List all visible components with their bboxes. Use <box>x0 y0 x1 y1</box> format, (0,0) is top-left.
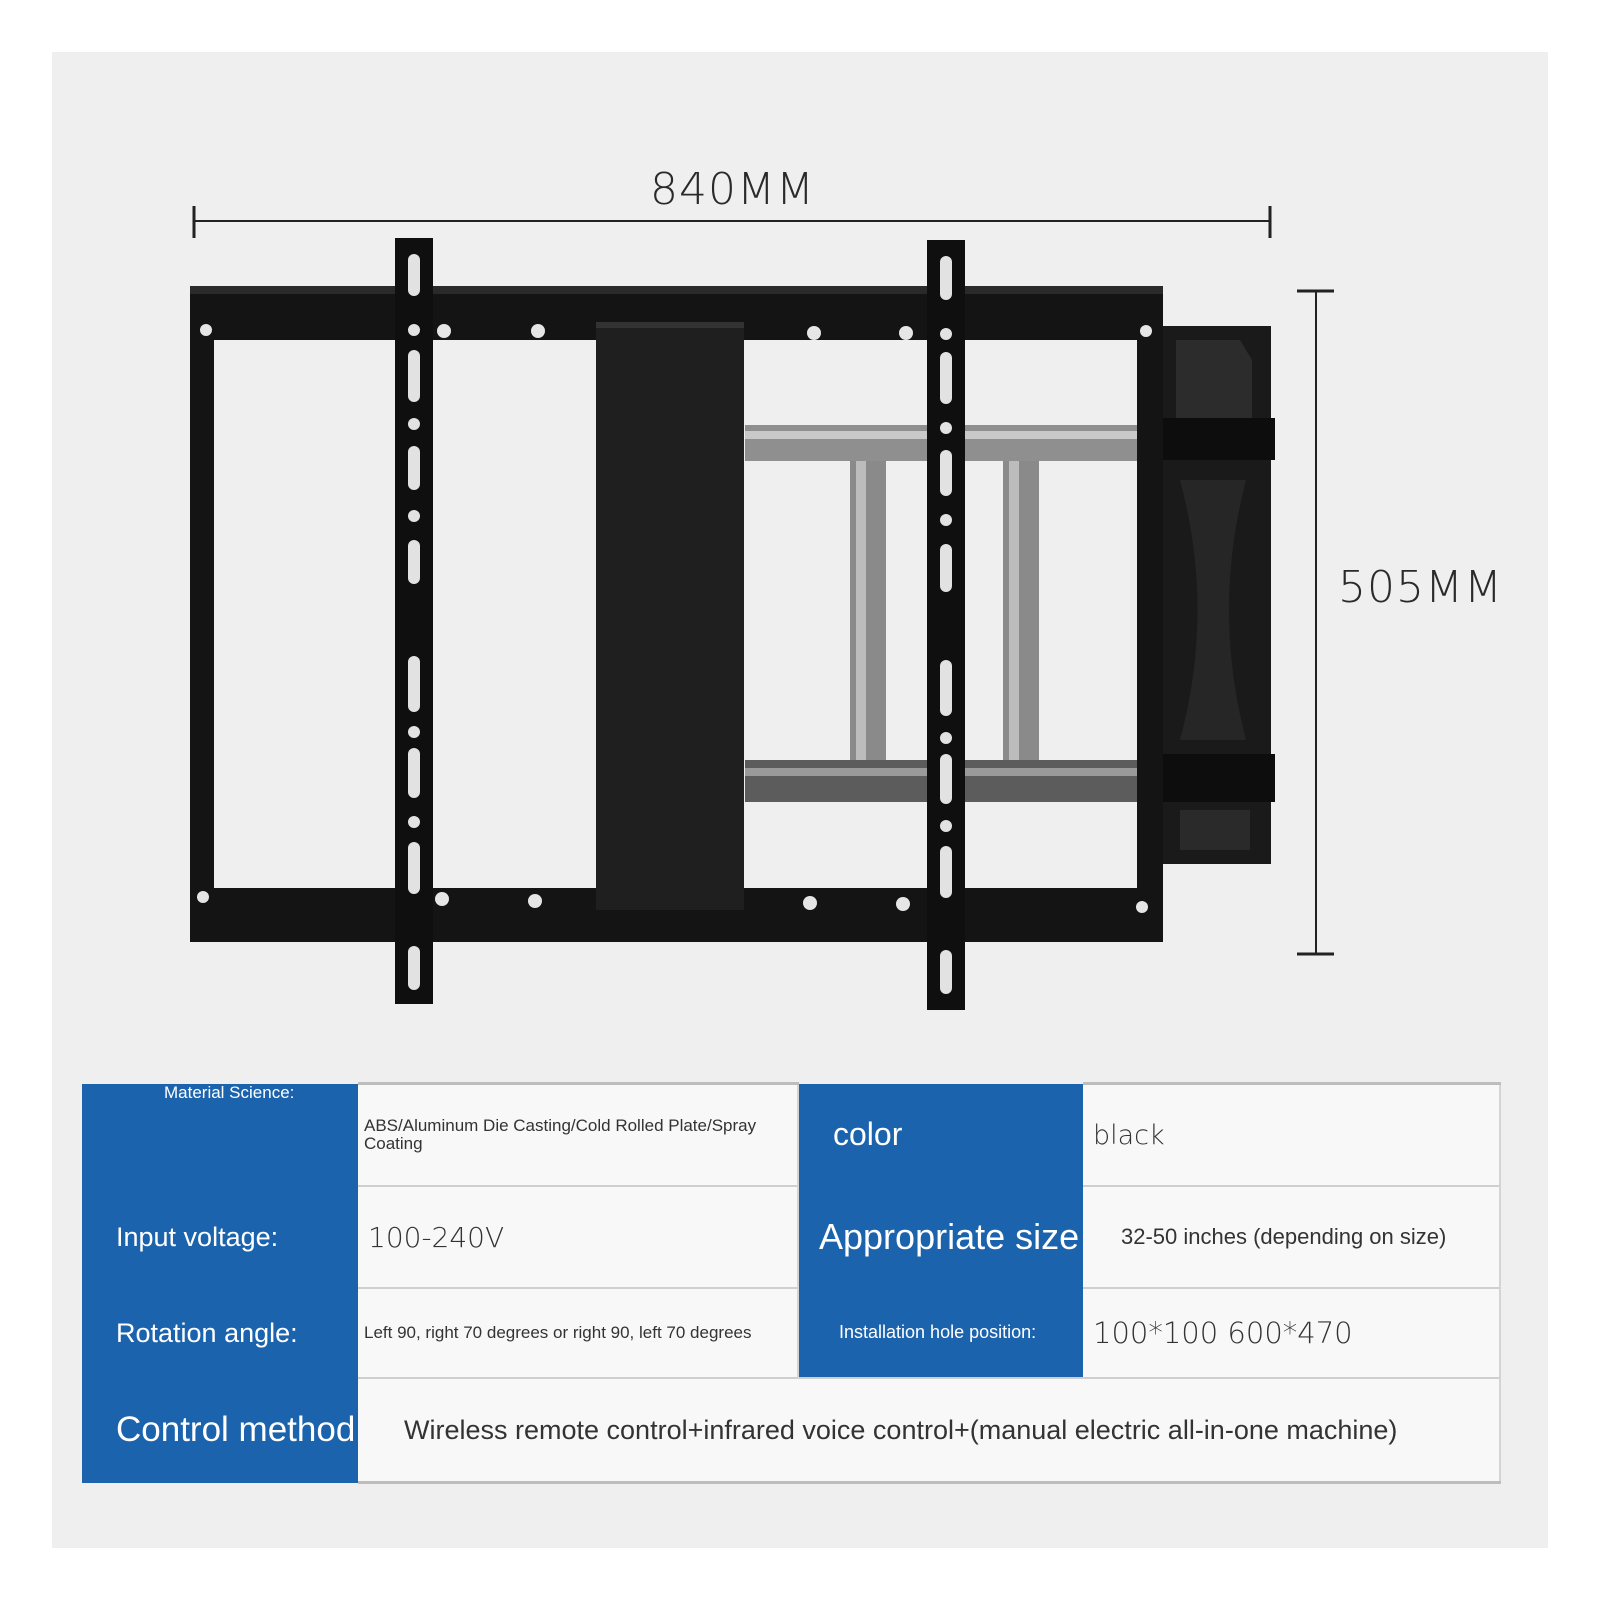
width-dimension-line <box>192 206 1272 238</box>
frame-holes <box>197 324 1152 913</box>
voltage-label: Input voltage: <box>82 1186 358 1288</box>
height-dimension-line <box>1297 289 1334 956</box>
spec-row: Control method Wireless remote control+i… <box>82 1377 1501 1484</box>
spec-table: Material Science: ABS/Aluminum Die Casti… <box>82 1082 1501 1484</box>
color-value: black <box>1083 1082 1501 1186</box>
width-dimension-label: 840MM <box>650 164 815 215</box>
swivel-arm-housing <box>1163 326 1275 864</box>
spec-row: Material Science: ABS/Aluminum Die Casti… <box>82 1082 1501 1186</box>
size-value: 32-50 inches (depending on size) <box>1083 1185 1501 1288</box>
hole-label: Installation hole position: <box>798 1288 1083 1378</box>
left-bracket-strap <box>395 238 433 1004</box>
spec-row: Rotation angle: Left 90, right 70 degree… <box>82 1287 1501 1378</box>
mount-frame <box>190 286 1163 942</box>
size-label: Appropriate size <box>798 1186 1083 1288</box>
spec-row: Input voltage: 100-240V Appropriate size… <box>82 1185 1501 1288</box>
height-dimension-label: 505MM <box>1338 562 1503 613</box>
rotation-value: Left 90, right 70 degrees or right 90, l… <box>358 1287 799 1378</box>
motor-housing <box>596 322 744 910</box>
control-label: Control method <box>82 1378 358 1483</box>
rotation-label: Rotation angle: <box>82 1288 358 1378</box>
right-bracket-strap <box>927 240 965 1010</box>
hole-value: 100*100 600*470 <box>1083 1287 1501 1378</box>
control-value: Wireless remote control+infrared voice c… <box>358 1377 1501 1484</box>
material-label: Material Science: <box>82 1083 358 1186</box>
material-value: ABS/Aluminum Die Casting/Cold Rolled Pla… <box>358 1082 799 1186</box>
color-label: color <box>798 1083 1083 1186</box>
voltage-value: 100-240V <box>358 1185 799 1288</box>
